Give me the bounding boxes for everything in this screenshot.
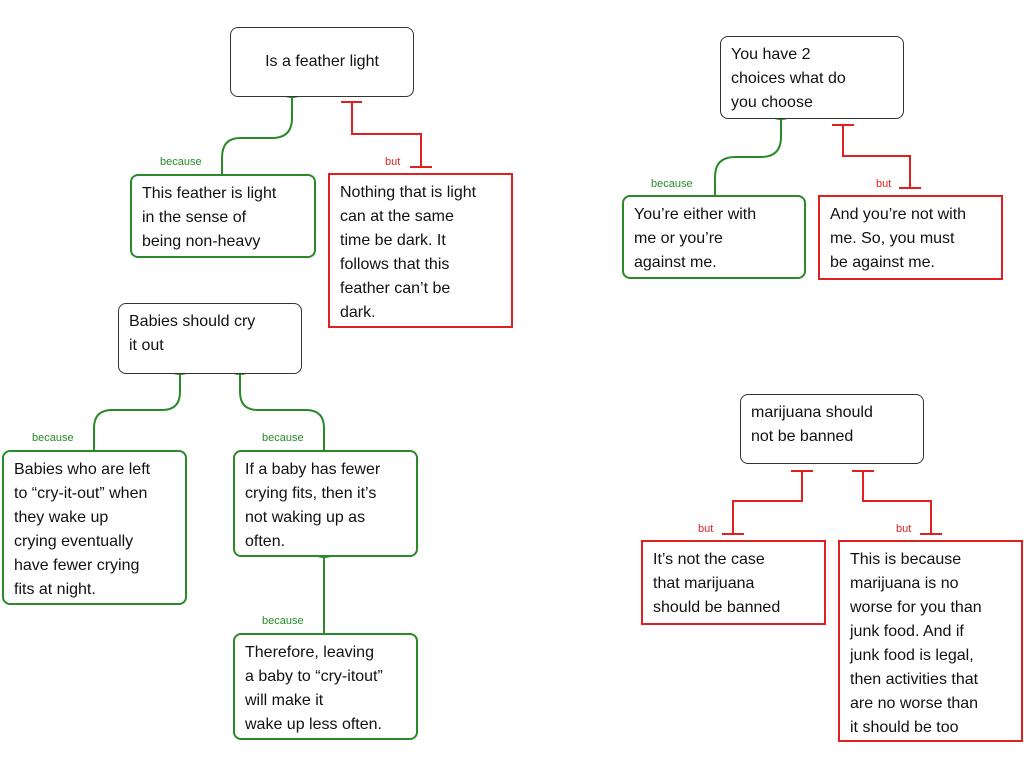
reason-box[interactable]: Babies who are left to “cry-it-out” when… [2, 450, 187, 605]
objection-connector [341, 101, 432, 168]
reason-box[interactable]: This feather is light in the sense of be… [130, 174, 316, 258]
objection-box[interactable]: It’s not the case that marijuana should … [641, 540, 826, 625]
claim-box[interactable]: You have 2 choices what do you choose [720, 36, 904, 119]
reason-box[interactable]: Therefore, leaving a baby to “cry-itout”… [233, 633, 418, 740]
reason-box[interactable]: You’re either with me or you’re against … [622, 195, 806, 279]
but-label: but [876, 178, 892, 190]
support-connector [239, 374, 325, 450]
because-label: because [262, 432, 304, 444]
reason-box[interactable]: If a baby has fewer crying fits, then it… [233, 450, 418, 557]
objection-box[interactable]: This is because marijuana is no worse fo… [838, 540, 1023, 742]
support-connector [221, 97, 293, 174]
because-label: because [262, 615, 304, 627]
objection-box[interactable]: Nothing that is light can at the same ti… [328, 173, 513, 328]
but-label: but [698, 523, 714, 535]
objection-connector [852, 470, 942, 535]
but-label: but [385, 156, 401, 168]
but-label: but [896, 523, 912, 535]
claim-box[interactable]: Babies should cry it out [118, 303, 302, 374]
claim-box[interactable]: marijuana should not be banned [740, 394, 924, 464]
support-connector [93, 374, 181, 450]
support-connector [714, 119, 782, 195]
because-label: because [651, 178, 693, 190]
objection-connector [722, 470, 813, 535]
claim-box[interactable]: Is a feather light [230, 27, 414, 97]
because-label: because [32, 432, 74, 444]
because-label: because [160, 156, 202, 168]
objection-box[interactable]: And you’re not with me. So, you must be … [818, 195, 1003, 280]
objection-connector [832, 124, 921, 189]
